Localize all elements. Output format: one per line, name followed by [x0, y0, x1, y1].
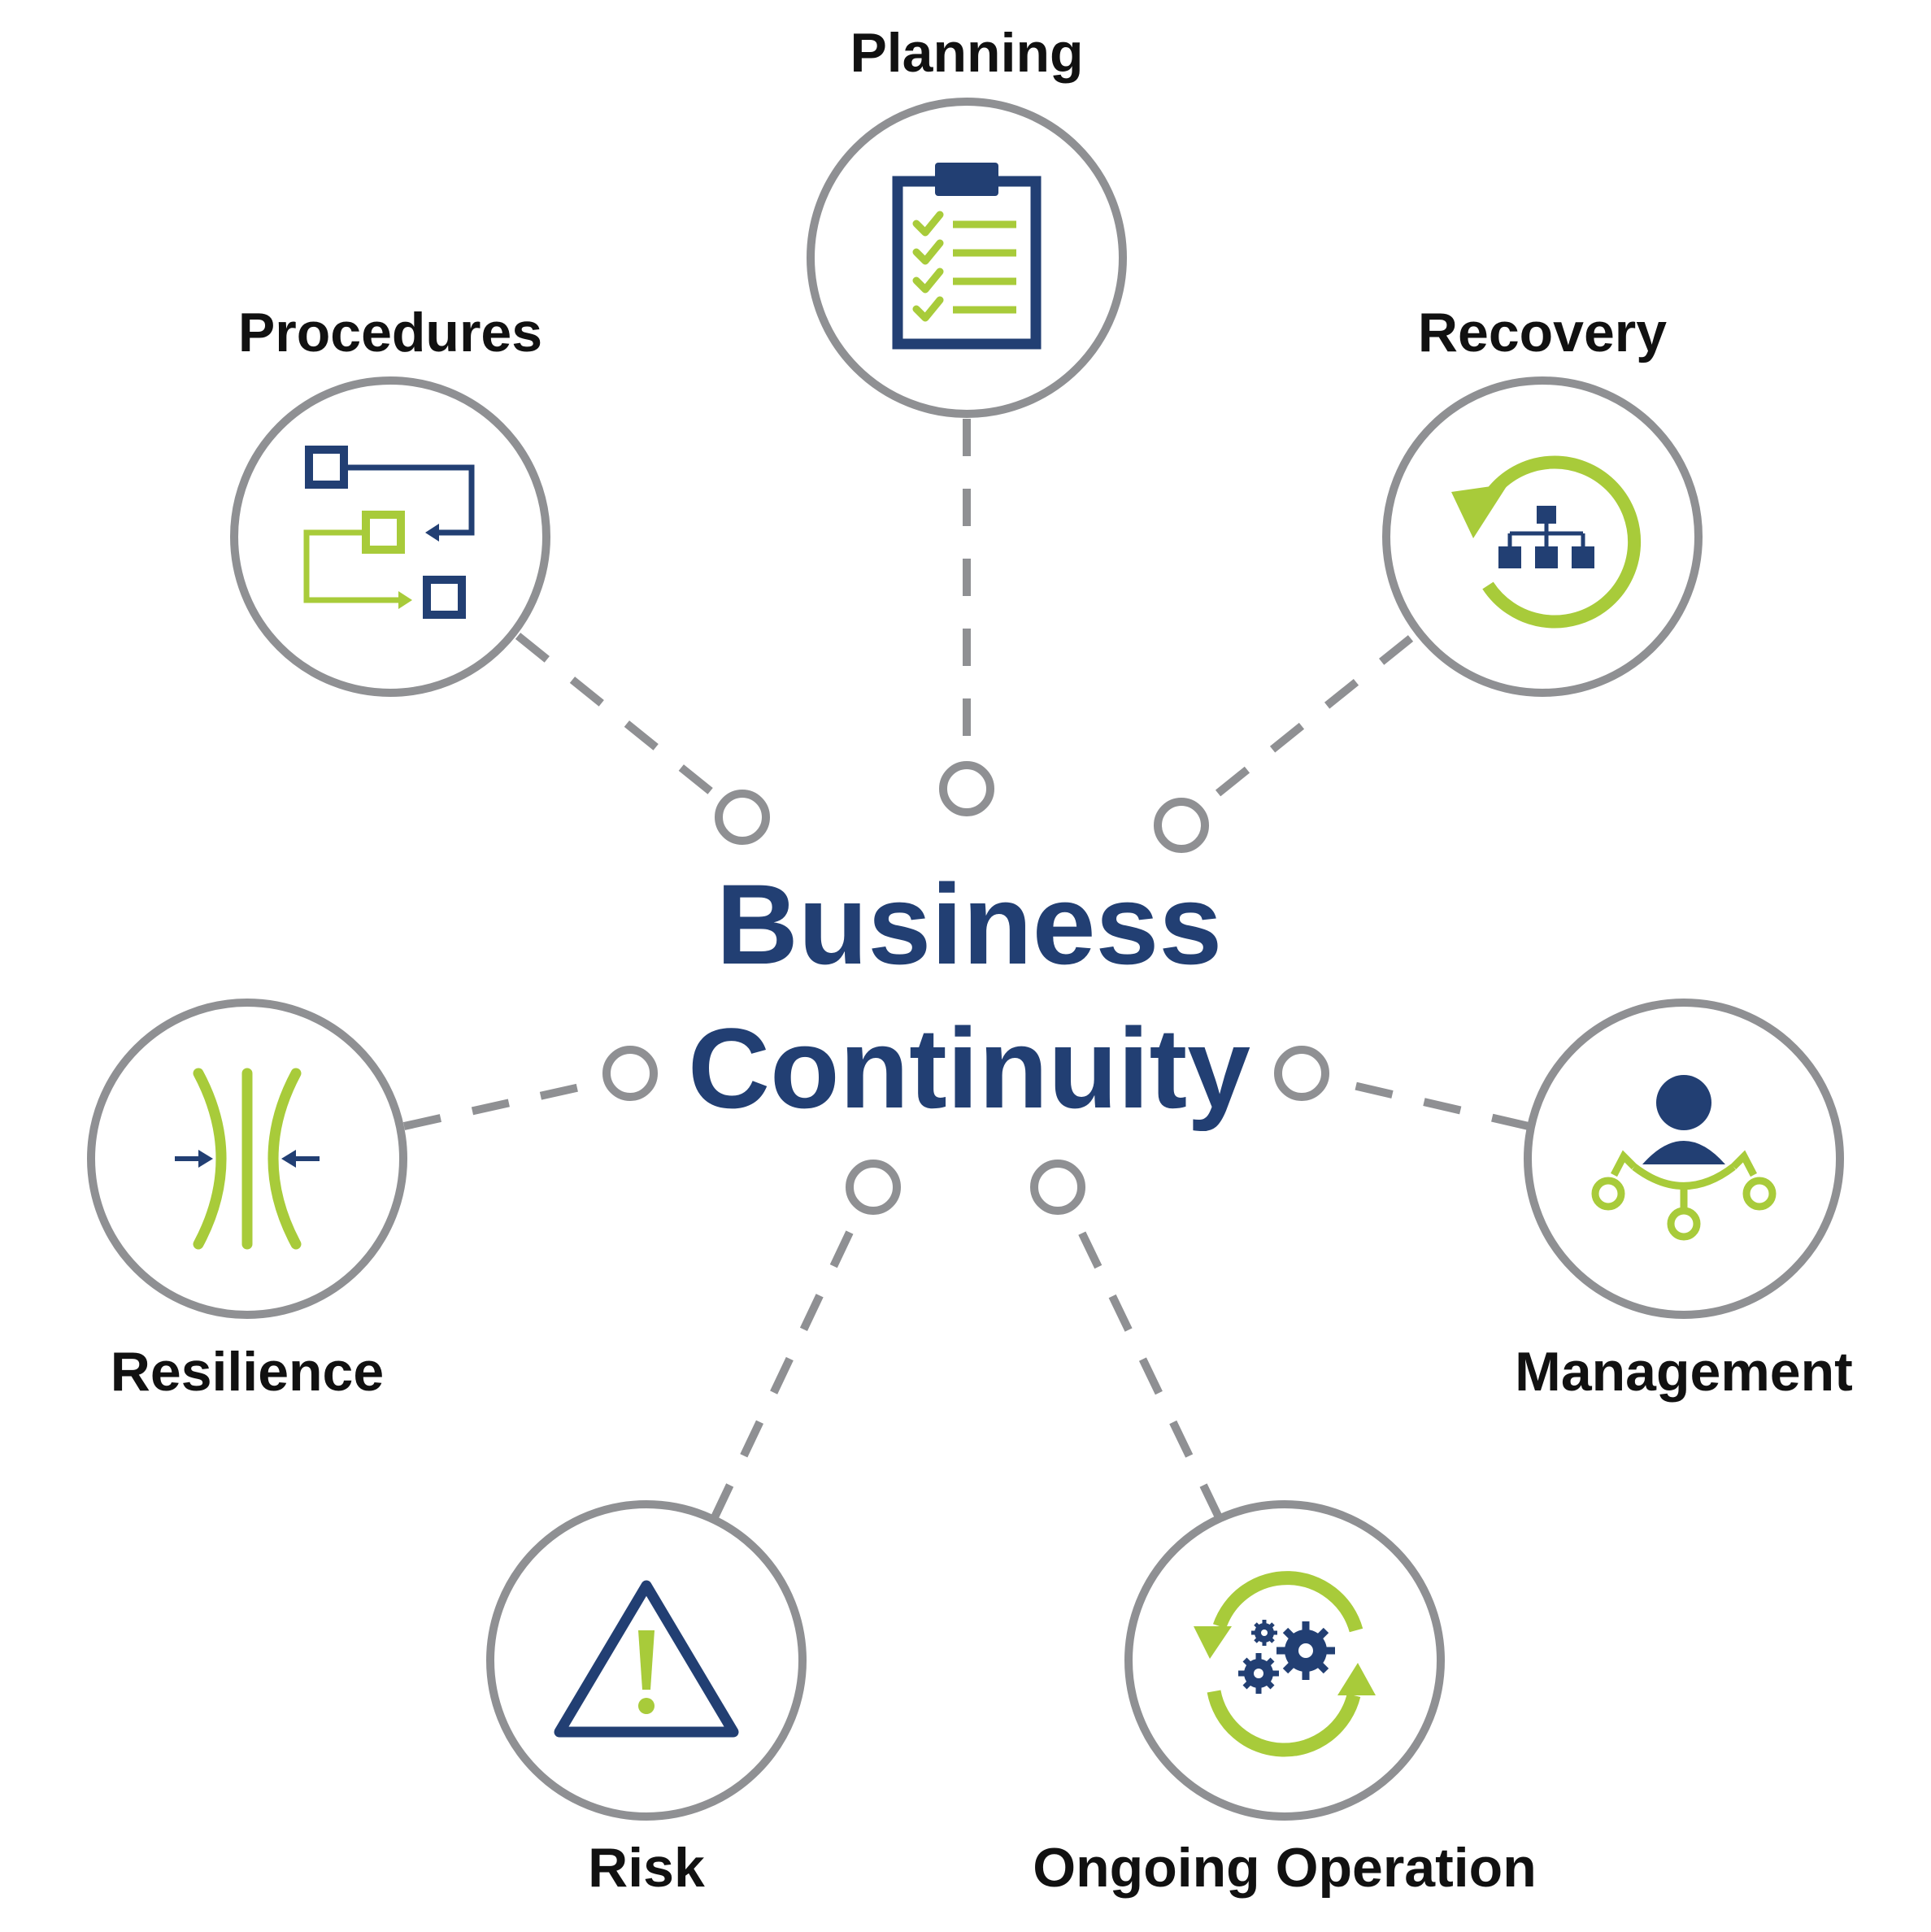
node-ongoing: Ongoing Operation [1033, 1500, 1537, 1899]
connector-risk [710, 1208, 864, 1521]
gear-small-icon [1251, 1620, 1277, 1646]
center-title-line1: Business [716, 860, 1222, 988]
connector-management [1328, 1076, 1530, 1130]
connector-procedures [515, 633, 719, 798]
node-label-procedures: Procedures [238, 302, 542, 363]
warning-triangle-icon [554, 1580, 739, 1738]
node-planning: Planning [807, 22, 1127, 418]
node-label-management: Management [1515, 1341, 1853, 1403]
node-label-recovery: Recovery [1418, 302, 1667, 363]
clipboard-checklist-icon [892, 163, 1042, 350]
process-flowchart-icon [303, 446, 475, 619]
node-label-ongoing-operation: Ongoing Operation [1033, 1837, 1537, 1899]
node-procedures-circle [230, 376, 550, 697]
node-risk: Risk [486, 1500, 807, 1899]
node-management: Management [1515, 999, 1853, 1403]
node-ongoing-circle [1124, 1500, 1445, 1821]
connector-recovery [1200, 635, 1414, 808]
node-label-resilience: Resilience [111, 1341, 384, 1403]
node-label-risk: Risk [588, 1837, 705, 1899]
knob-risk [846, 1160, 901, 1215]
knob-management [1274, 1046, 1329, 1101]
gears-cycle-icon [1194, 1571, 1376, 1757]
manager-network-icon [1591, 1075, 1777, 1241]
knob-procedures [715, 790, 770, 845]
connector-knobs [602, 761, 1329, 1215]
node-resilience: Resilience [87, 999, 407, 1403]
gear-large-icon [1276, 1621, 1335, 1680]
knob-planning [939, 761, 994, 816]
connectors [402, 419, 1530, 1521]
node-planning-circle [807, 98, 1127, 418]
node-recovery: Recovery [1382, 302, 1703, 697]
knob-recovery [1154, 798, 1209, 853]
recovery-hierarchy-icon [1451, 455, 1642, 629]
node-procedures: Procedures [230, 302, 550, 697]
compression-resilience-icon [175, 1068, 320, 1250]
gear-medium-icon [1238, 1653, 1279, 1694]
connector-ongoing [1068, 1209, 1224, 1521]
node-recovery-circle [1382, 376, 1703, 697]
knob-ongoing [1030, 1160, 1085, 1215]
center-title: Business Continuity [688, 860, 1250, 1132]
node-label-planning: Planning [850, 22, 1083, 84]
center-title-line2: Continuity [688, 1004, 1250, 1132]
connector-resilience [402, 1077, 607, 1130]
knob-resilience [602, 1046, 658, 1101]
